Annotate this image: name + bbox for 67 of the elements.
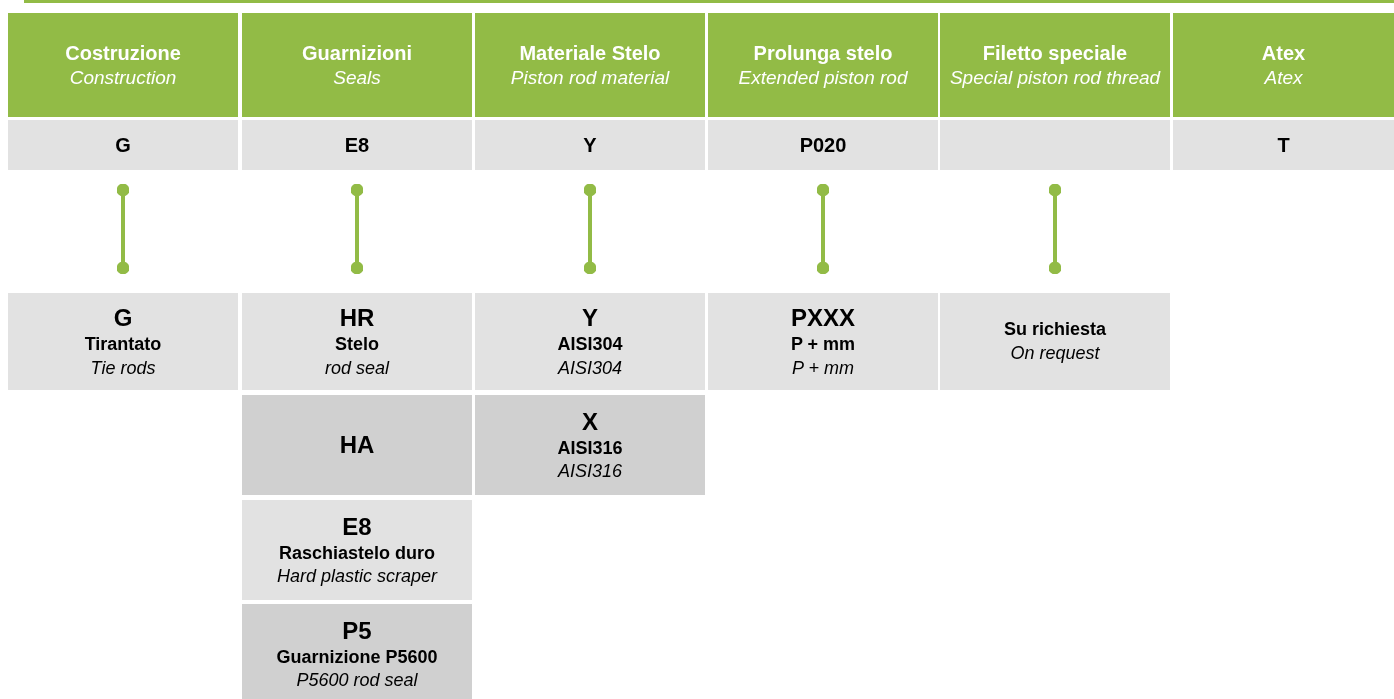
code-cell: [475, 120, 705, 170]
column-title: Prolunga stelo: [753, 40, 893, 66]
selected-code: E8: [344, 133, 370, 158]
option-translation: AISI316: [557, 460, 622, 483]
column-translation: Seals: [333, 65, 381, 90]
option-name: AISI304: [557, 333, 623, 357]
column-title: Atex: [1261, 40, 1306, 66]
code-cell: [8, 120, 238, 170]
option-name: AISI316: [557, 436, 623, 460]
option-translation: P + mm: [792, 356, 854, 380]
option-name: Tirantato: [84, 333, 162, 357]
column-translation: Piston rod material: [510, 65, 670, 90]
option-code: HA: [339, 430, 375, 460]
option-card: [8, 293, 238, 390]
option-code: Y: [582, 303, 598, 334]
option-translation: rod seal: [324, 356, 389, 380]
selected-code: G: [115, 133, 131, 158]
column-translation: Construction: [69, 65, 177, 90]
option-translation: P5600 rod seal: [296, 669, 418, 692]
column-title: Costruzione: [65, 40, 181, 66]
option-card: [940, 293, 1170, 390]
column-title: Materiale Stelo: [519, 40, 661, 66]
option-code: G: [113, 303, 133, 334]
selected-code: Y: [583, 133, 597, 158]
selected-code: T: [1277, 133, 1290, 158]
option-name: Stelo: [335, 333, 379, 357]
code-cell: [1173, 120, 1394, 170]
code-cell: [242, 120, 472, 170]
header-cell: [8, 13, 238, 117]
option-code: P5: [342, 615, 372, 646]
column-title: Guarnizioni: [302, 40, 412, 66]
option-name: Su richiesta: [1003, 318, 1106, 342]
selected-code: P020: [799, 133, 847, 158]
option-card: [708, 293, 938, 390]
connector-line: [350, 183, 364, 275]
option-translation: AISI304: [557, 356, 622, 380]
header-cell: [708, 13, 938, 117]
header-cell: [475, 13, 705, 117]
option-translation: Tie rods: [90, 356, 156, 380]
option-card: [475, 395, 705, 495]
option-code: PXXX: [791, 303, 855, 334]
option-card: [475, 293, 705, 390]
column-translation: Atex: [1264, 65, 1303, 90]
option-name: Raschiastelo duro: [278, 541, 435, 565]
option-card: [242, 395, 472, 495]
connector-line: [116, 183, 130, 275]
option-code: X: [582, 406, 598, 437]
option-translation: On request: [1010, 341, 1100, 365]
connector-line: [583, 183, 597, 275]
option-code: E8: [342, 511, 372, 542]
header-cell: [1173, 13, 1394, 117]
code-cell: [708, 120, 938, 170]
option-name: P + mm: [790, 333, 856, 357]
connector-line: [1048, 183, 1062, 275]
option-translation: Hard plastic scraper: [276, 565, 438, 588]
connector-line: [816, 183, 830, 275]
option-card: [242, 604, 472, 699]
option-card: [242, 293, 472, 390]
column-translation: Special piston rod thread: [949, 65, 1161, 90]
header-cell: [940, 13, 1170, 117]
option-name: Guarnizione P5600: [276, 645, 438, 669]
column-title: Filetto speciale: [982, 40, 1128, 66]
code-cell: [940, 120, 1170, 170]
column-translation: Extended piston rod: [738, 65, 908, 90]
header-cell: [242, 13, 472, 117]
option-card: [242, 500, 472, 600]
option-code: HR: [339, 303, 375, 334]
